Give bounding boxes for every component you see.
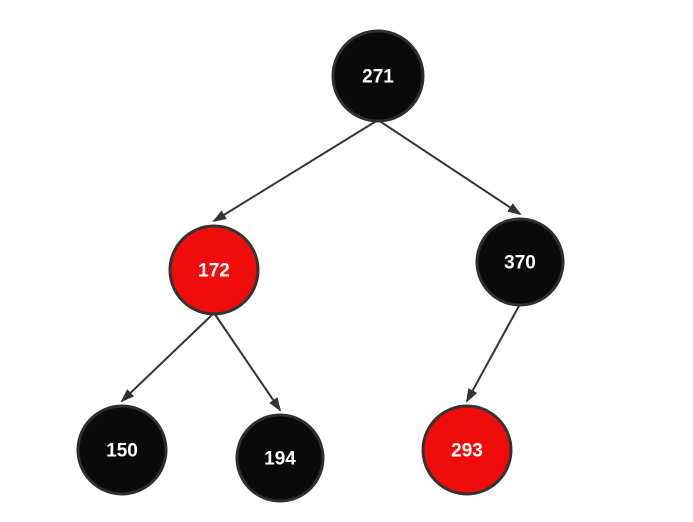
node-label: 150 (106, 441, 138, 462)
tree-node-194: 194 (235, 413, 325, 503)
node-label: 194 (264, 449, 296, 470)
edge-370-293 (466, 303, 521, 403)
node-circle-red (421, 404, 513, 496)
edge-271-172 (212, 119, 379, 223)
tree-node-370: 370 (475, 217, 565, 307)
node-label: 370 (504, 253, 536, 274)
node-label: 172 (198, 261, 230, 282)
node-circle-red (168, 224, 260, 316)
node-circle-black (235, 413, 325, 503)
node-circle-black (475, 217, 565, 307)
edge-172-150 (120, 312, 215, 403)
node-circle-black (76, 404, 168, 496)
node-label: 271 (362, 67, 394, 88)
node-label: 293 (451, 441, 483, 462)
tree-node-172: 172 (168, 224, 260, 316)
edge-172-194 (213, 312, 282, 412)
node-circle-black (331, 29, 425, 123)
tree-node-271: 271 (331, 29, 425, 123)
tree-node-293: 293 (421, 404, 513, 496)
tree-node-150: 150 (76, 404, 168, 496)
edge-271-370 (377, 119, 522, 216)
